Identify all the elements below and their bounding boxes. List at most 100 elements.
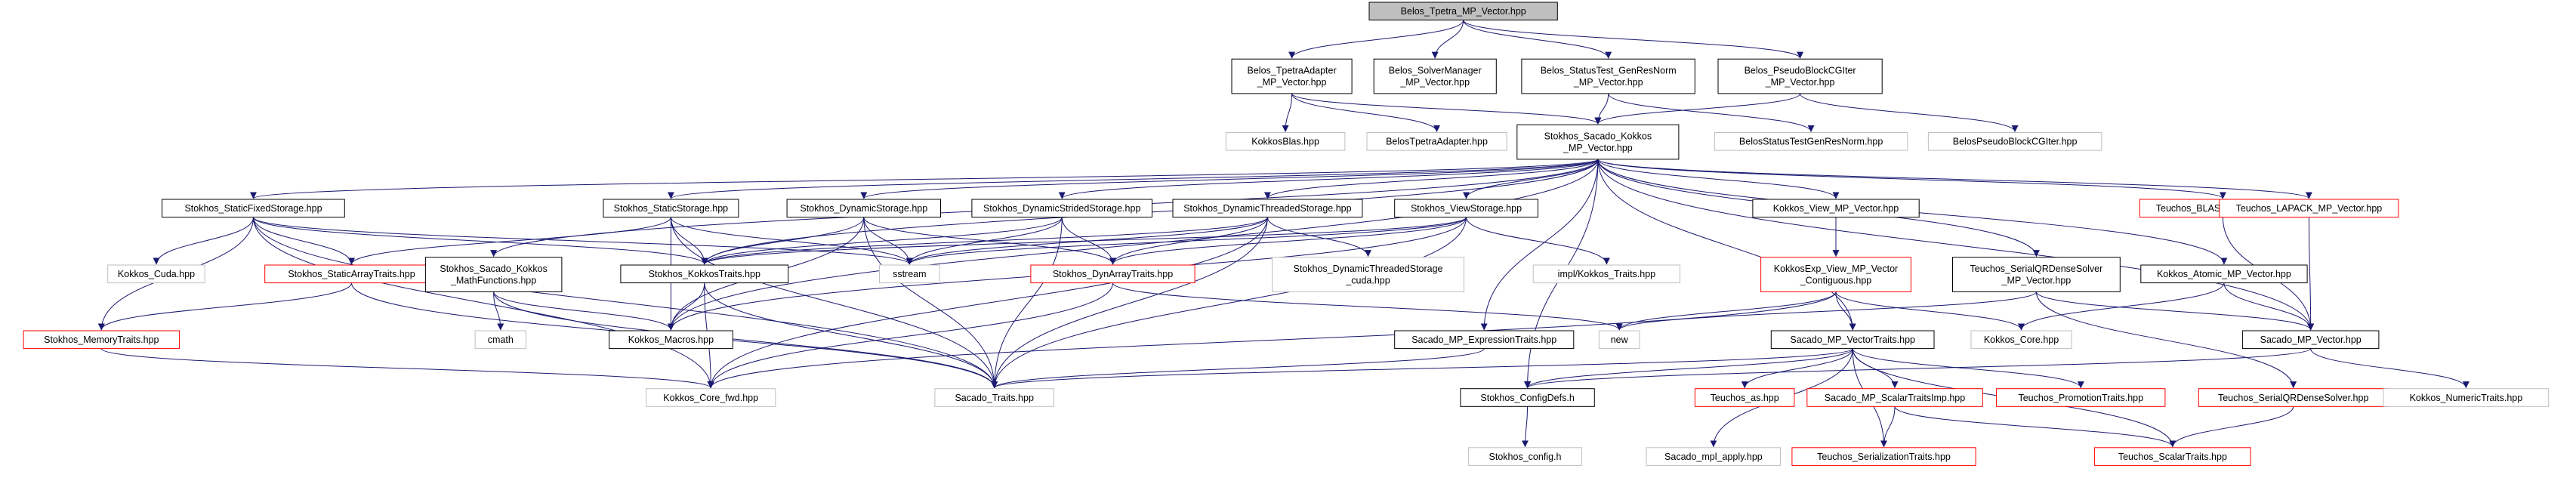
- node-sstream[interactable]: sstream: [879, 264, 940, 284]
- node-label: Sacado_MP_ExpressionTraits.hpp: [1411, 335, 1556, 345]
- node-dynamic_storage[interactable]: Stokhos_DynamicStorage.hpp: [786, 199, 941, 218]
- node-belos_tpetra_adapter_mp[interactable]: Belos_TpetraAdapter_MP_Vector.hpp: [1231, 58, 1353, 94]
- dependency-edge-kokkosexp_view_mp-to-kokkos_core_fwd: [707, 291, 1837, 389]
- node-kokkos_numeric_traits[interactable]: Kokkos_NumericTraits.hpp: [2383, 388, 2550, 407]
- node-memory_traits[interactable]: Stokhos_MemoryTraits.hpp: [23, 330, 180, 350]
- node-box: [603, 199, 739, 218]
- node-label: Sacado_mpl_apply.hpp: [1664, 452, 1763, 462]
- dependency-edge-dynamic_storage-to-kokkos_traits: [701, 217, 865, 265]
- dependency-edge-sacado_mp_vector_traits-to-stokhos_config_defs: [1524, 348, 1853, 389]
- node-label: Stokhos_ConfigDefs.h: [1480, 393, 1574, 403]
- node-box: [1714, 132, 1908, 151]
- node-label: Stokhos_ViewStorage.hpp: [1411, 203, 1522, 214]
- node-sacado_mp_vector[interactable]: Sacado_MP_Vector.hpp: [2241, 330, 2380, 350]
- dependency-edge-stokhos_sacado_kokkos_mp-to-dynamic_strided_storage: [1058, 159, 1599, 199]
- node-teuchos_as[interactable]: Teuchos_as.hpp: [1694, 388, 1795, 407]
- node-dynamic_threaded_storage[interactable]: Stokhos_DynamicThreadedStorage.hpp: [1172, 199, 1363, 218]
- node-box: [474, 330, 526, 350]
- node-teuchos_scalar_traits[interactable]: Teuchos_ScalarTraits.hpp: [2094, 447, 2251, 466]
- dependency-edge-belos_tpetra_adapter_mp-to-stokhos_sacado_kokkos_mp: [1291, 93, 1602, 125]
- node-teuchos_promotion_traits[interactable]: Teuchos_PromotionTraits.hpp: [1996, 388, 2166, 407]
- dependency-edge-stokhos_sacado_kokkos_mp-to-static_fixed_storage: [250, 159, 1599, 199]
- node-teuchos_serial_qr[interactable]: Teuchos_SerialQRDenseSolver.hpp: [2198, 388, 2389, 407]
- dependency-edge-view_storage-to-impl_kokkos_traits: [1466, 217, 1610, 265]
- node-sacado_kokkos_math[interactable]: Stokhos_Sacado_Kokkos_MathFunctions.hpp: [424, 257, 563, 292]
- node-kokkos_traits[interactable]: Stokhos_KokkosTraits.hpp: [620, 264, 789, 284]
- node-belos_solver_manager_mp[interactable]: Belos_SolverManager_MP_Vector.hpp: [1373, 58, 1497, 94]
- dependency-edge-belos_tpetra_mp-to-belos_solver_manager_mp: [1431, 20, 1464, 59]
- dependency-edge-static_storage-to-sacado_traits: [670, 217, 998, 389]
- node-box: [1030, 264, 1195, 284]
- node-label: Teuchos_SerialQRDenseSolver.hpp: [2218, 393, 2368, 403]
- node-stokhos_config_defs[interactable]: Stokhos_ConfigDefs.h: [1460, 388, 1595, 407]
- node-label: Belos_SolverManager: [1389, 66, 1482, 76]
- dependency-edge-dynamic_strided_storage-to-kokkos_traits: [701, 217, 1063, 265]
- dependency-edge-dynamic_threaded_storage-to-dynamic_threaded_cuda: [1266, 217, 1371, 257]
- node-belos_pseudo_block[interactable]: BelosPseudoBlockCGIter.hpp: [1927, 132, 2102, 151]
- dependency-edge-static_array_traits-to-memory_traits: [97, 282, 352, 331]
- node-label: Stokhos_Sacado_Kokkos: [440, 264, 547, 274]
- node-kokkos_macros[interactable]: Kokkos_Macros.hpp: [609, 330, 733, 350]
- node-label: Stokhos_Sacado_Kokkos: [1544, 131, 1652, 142]
- node-label: _MP_Vector.hpp: [1257, 77, 1327, 88]
- dependency-edge-stokhos_sacado_kokkos_mp-to-sacado_mp_vector: [1597, 159, 2315, 331]
- node-stokhos_config[interactable]: Stokhos_config.h: [1468, 447, 1582, 466]
- node-box: [162, 199, 345, 218]
- node-label: Sacado_MP_ScalarTraitsImp.hpp: [1825, 393, 1965, 403]
- node-view_storage[interactable]: Stokhos_ViewStorage.hpp: [1394, 199, 1538, 218]
- dependency-edge-sacado_mp_scalar_traits-to-teuchos_scalar_traits: [1894, 406, 2176, 448]
- node-impl_kokkos_traits[interactable]: impl/Kokkos_Traits.hpp: [1532, 264, 1680, 284]
- node-static_storage[interactable]: Stokhos_StaticStorage.hpp: [603, 199, 739, 218]
- node-belos_tpetra_mp[interactable]: Belos_Tpetra_MP_Vector.hpp: [1368, 2, 1558, 21]
- node-box: [1225, 132, 1346, 151]
- dependency-edge-belos_status_test_mp-to-stokhos_sacado_kokkos_mp: [1594, 93, 1609, 125]
- dependency-edge-sacado_kokkos_math-to-kokkos_macros: [493, 291, 674, 331]
- node-kokkos_core_fwd[interactable]: Kokkos_Core_fwd.hpp: [646, 388, 776, 407]
- node-belos_status_test[interactable]: BelosStatusTestGenResNorm.hpp: [1714, 132, 1908, 151]
- node-stokhos_sacado_kokkos_mp[interactable]: Stokhos_Sacado_Kokkos_MP_Vector.hpp: [1516, 124, 1680, 160]
- node-label: Stokhos_StaticStorage.hpp: [614, 203, 729, 214]
- node-belos_status_test_mp[interactable]: Belos_StatusTest_GenResNorm_MP_Vector.hp…: [1521, 58, 1695, 94]
- node-label: Stokhos_DynamicStridedStorage.hpp: [983, 203, 1141, 214]
- node-label: BelosPseudoBlockCGIter.hpp: [1953, 137, 2078, 147]
- dependency-edge-belos_tpetra_mp-to-belos_pseudo_block_mp: [1463, 20, 1803, 59]
- node-label: Belos_PseudoBlockCGIter: [1745, 66, 1856, 76]
- node-label: Belos_StatusTest_GenResNorm: [1541, 66, 1677, 76]
- node-sacado_mp_vector_traits[interactable]: Sacado_MP_VectorTraits.hpp: [1770, 330, 1935, 350]
- node-teuchos_serialization_traits[interactable]: Teuchos_SerializationTraits.hpp: [1791, 447, 1976, 466]
- node-box: [2140, 264, 2308, 284]
- node-teuchos_lapack_mp[interactable]: Teuchos_LAPACK_MP_Vector.hpp: [2219, 199, 2399, 218]
- node-label: _Contiguous.hpp: [1800, 276, 1872, 286]
- node-cmath[interactable]: cmath: [474, 330, 526, 350]
- dependency-edge-belos_pseudo_block_mp-to-belos_pseudo_block: [1800, 93, 2019, 132]
- node-kokkos_blas[interactable]: KokkosBlas.hpp: [1225, 132, 1346, 151]
- node-teuchos_serial_qr_mp[interactable]: Teuchos_SerialQRDenseSolver_MP_Vector.hp…: [1952, 257, 2121, 292]
- node-kokkos_view_mp[interactable]: Kokkos_View_MP_Vector.hpp: [1752, 199, 1920, 218]
- dependency-edge-belos_tpetra_mp-to-belos_status_test_mp: [1463, 20, 1612, 59]
- node-static_array_traits[interactable]: Stokhos_StaticArrayTraits.hpp: [264, 264, 439, 284]
- node-label: Teuchos_ScalarTraits.hpp: [2118, 452, 2227, 462]
- node-belos_tpetra_adapter[interactable]: BelosTpetraAdapter.hpp: [1366, 132, 1507, 151]
- node-dynamic_strided_storage[interactable]: Stokhos_DynamicStridedStorage.hpp: [971, 199, 1153, 218]
- dependency-edge-dynamic_threaded_storage-to-kokkos_core_fwd: [707, 217, 1268, 389]
- node-dynamic_threaded_cuda[interactable]: Stokhos_DynamicThreadedStorage_cuda.hpp: [1272, 257, 1464, 292]
- node-static_fixed_storage[interactable]: Stokhos_StaticFixedStorage.hpp: [162, 199, 345, 218]
- node-kokkos_atomic_mp[interactable]: Kokkos_Atomic_MP_Vector.hpp: [2140, 264, 2308, 284]
- node-new[interactable]: new: [1598, 330, 1640, 350]
- dependency-edge-static_fixed_storage-to-static_array_traits: [253, 217, 355, 265]
- node-sacado_mp_scalar_traits[interactable]: Sacado_MP_ScalarTraitsImp.hpp: [1806, 388, 1983, 407]
- dependency-edge-static_storage-to-static_array_traits: [348, 217, 671, 265]
- node-belos_pseudo_block_mp[interactable]: Belos_PseudoBlockCGIter_MP_Vector.hpp: [1717, 58, 1883, 94]
- node-label: BelosTpetraAdapter.hpp: [1386, 137, 1488, 147]
- dependency-edge-static_fixed_storage-to-sstream: [253, 217, 913, 265]
- dependency-edge-stokhos_sacado_kokkos_mp-to-kokkos_view_mp: [1597, 159, 1840, 199]
- node-kokkos_cuda[interactable]: Kokkos_Cuda.hpp: [107, 264, 205, 284]
- node-sacado_traits[interactable]: Sacado_Traits.hpp: [934, 388, 1054, 407]
- dependency-edge-view_storage-to-sstream: [906, 217, 1467, 265]
- node-dyn_array_traits[interactable]: Stokhos_DynArrayTraits.hpp: [1030, 264, 1195, 284]
- node-kokkos_core[interactable]: Kokkos_Core.hpp: [1970, 330, 2072, 350]
- node-label: _MP_Vector.hpp: [1765, 77, 1835, 88]
- node-kokkosexp_view_mp[interactable]: KokkosExp_View_MP_Vector_Contiguous.hpp: [1760, 257, 1911, 292]
- node-sacado_mp_expr_traits[interactable]: Sacado_MP_ExpressionTraits.hpp: [1394, 330, 1575, 350]
- node-sacado_mpl_apply[interactable]: Sacado_mpl_apply.hpp: [1646, 447, 1782, 466]
